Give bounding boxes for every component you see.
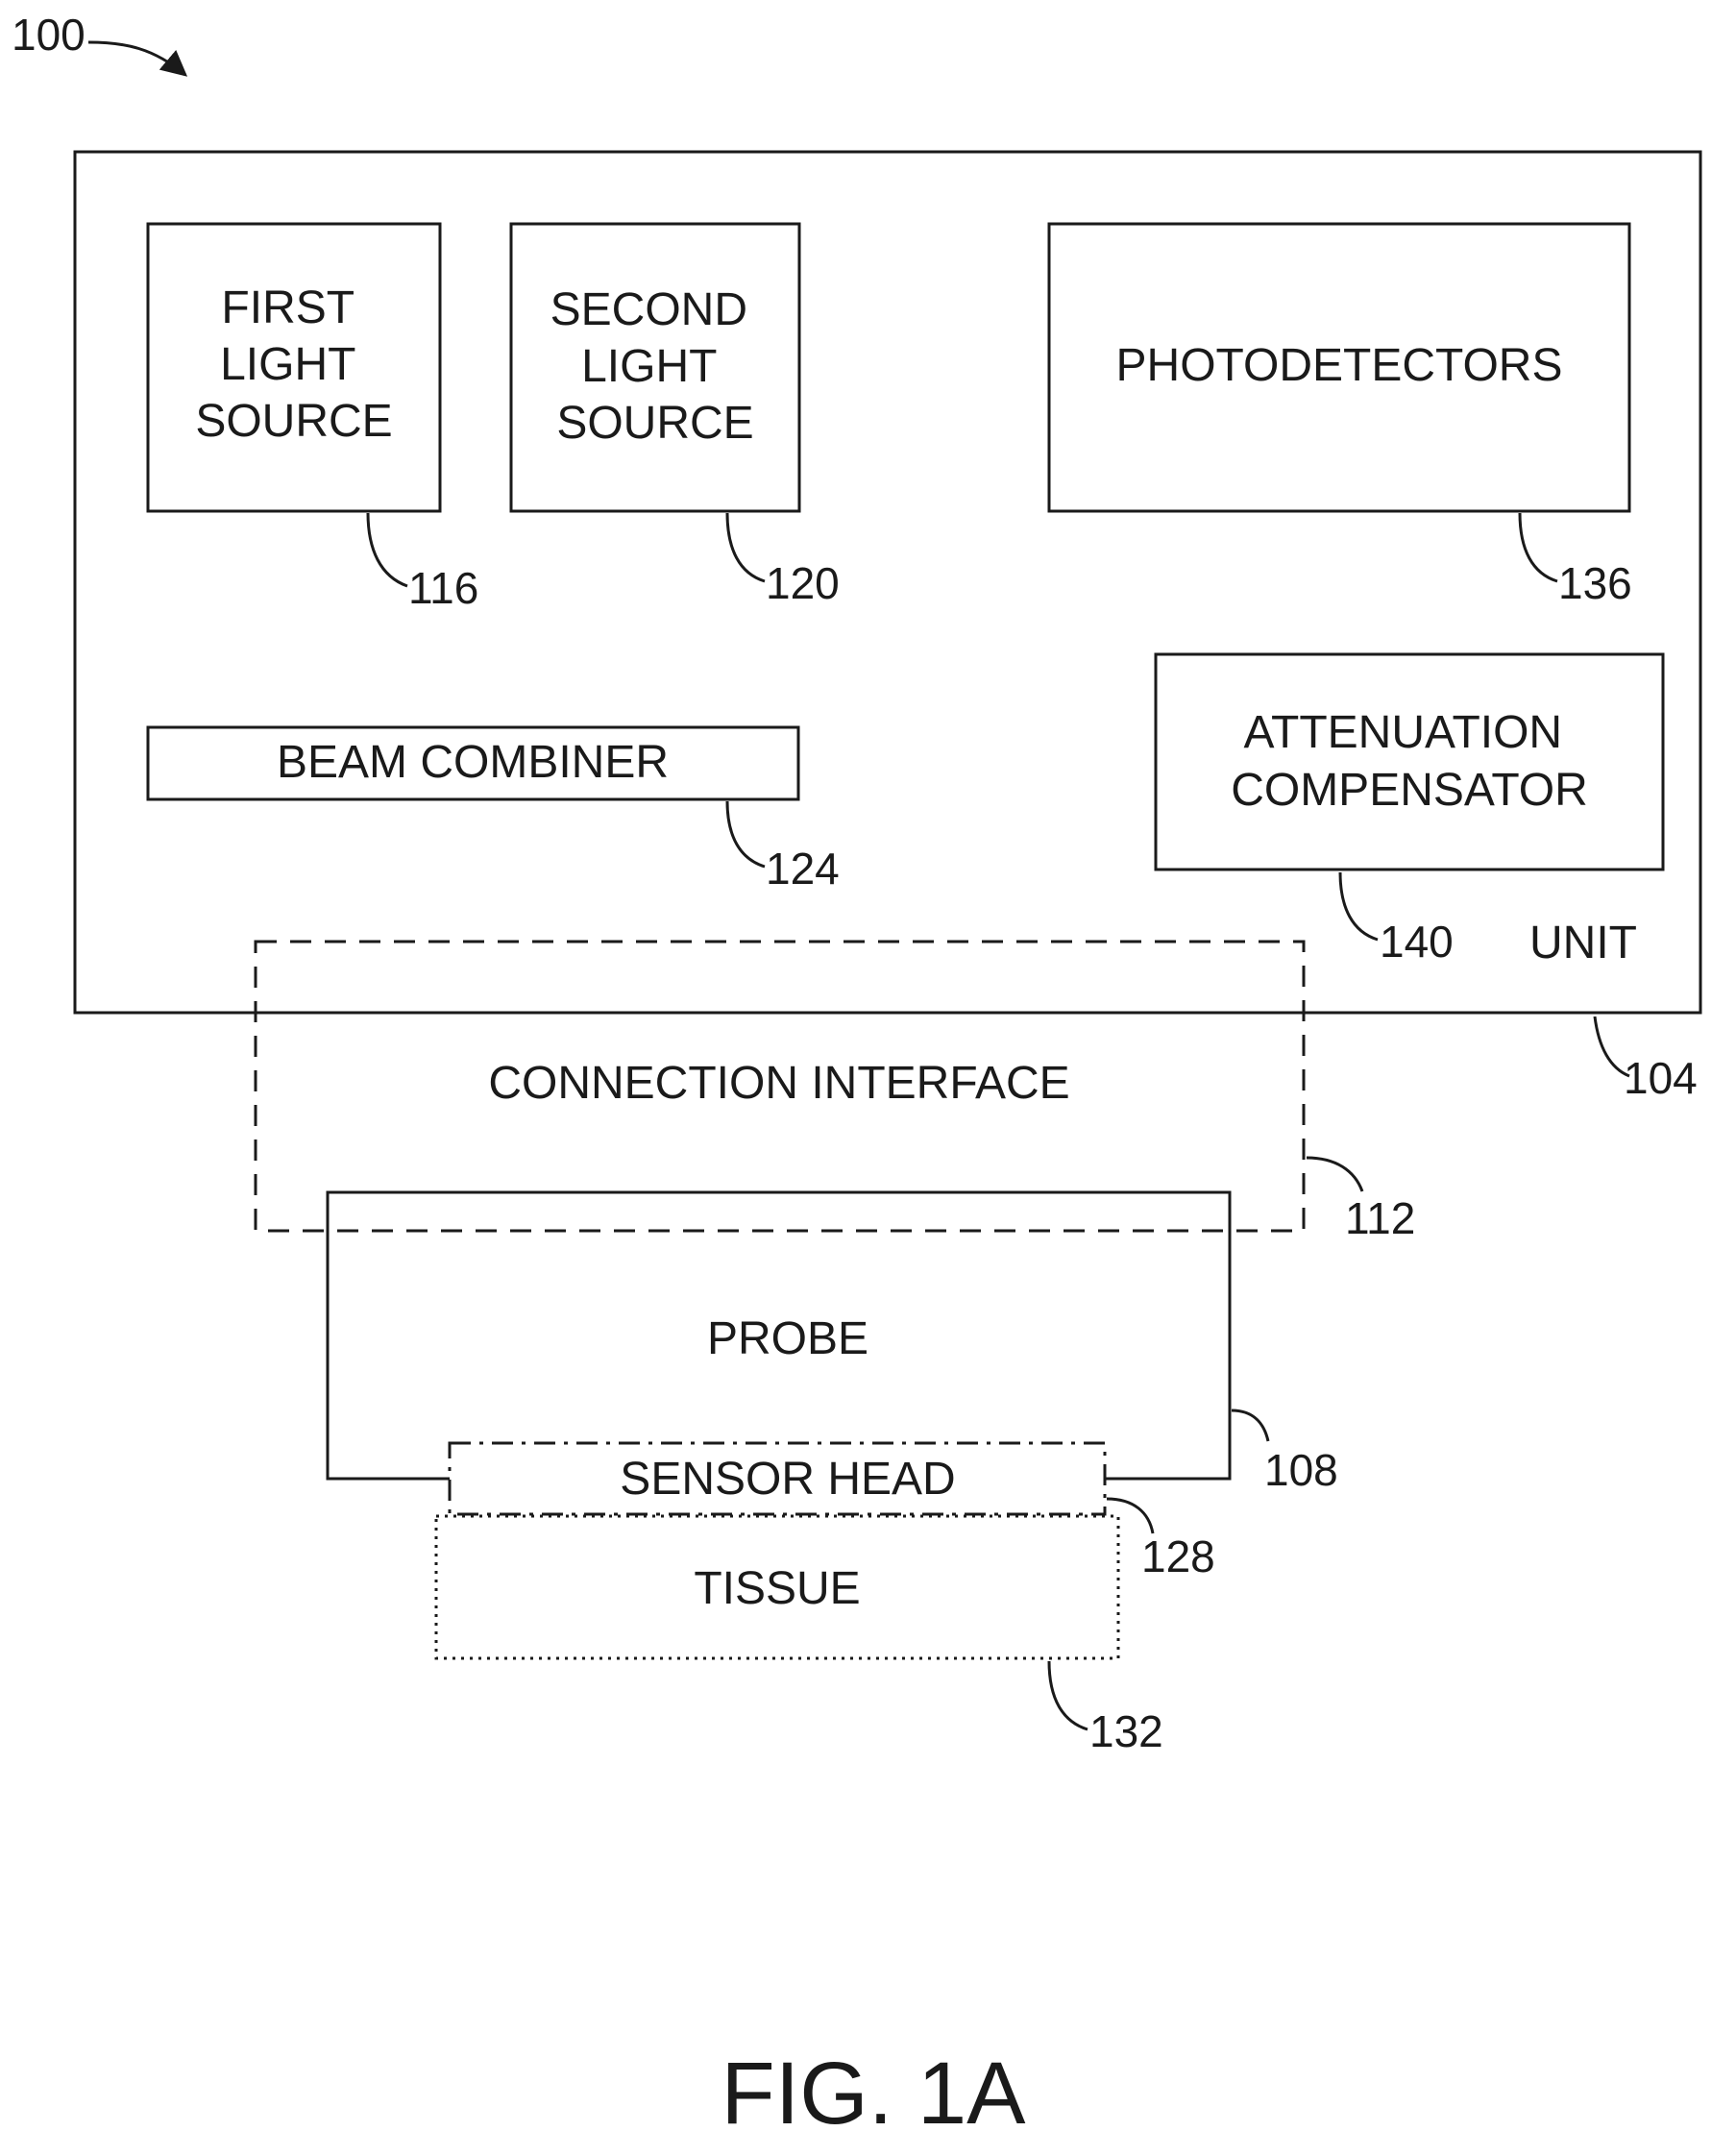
- figure-caption: FIG. 1A: [721, 2045, 1027, 2143]
- first-light-source-ref: 116: [408, 563, 478, 613]
- attenuation-compensator-box: [1156, 654, 1663, 870]
- first-light-source-line-1: FIRST: [221, 282, 354, 333]
- beam-combiner-ref: 124: [766, 844, 840, 894]
- connection-interface-leader-line: [1307, 1158, 1362, 1191]
- tissue-label: TISSUE: [694, 1563, 860, 1614]
- unit-ref-label: 104: [1624, 1053, 1698, 1103]
- second-light-source-line-1: SECOND: [550, 284, 747, 335]
- attenuation-compensator-ref: 140: [1380, 917, 1454, 967]
- second-light-source-label: SECOND LIGHT SOURCE: [550, 284, 761, 449]
- second-light-source-ref: 120: [766, 558, 840, 608]
- figure-ref-arrow: [88, 42, 185, 75]
- attenuation-compensator-line-2: COMPENSATOR: [1231, 765, 1588, 816]
- photodetectors-leader-line: [1520, 513, 1557, 581]
- connection-interface-ref: 112: [1345, 1193, 1415, 1243]
- second-light-source-line-3: SOURCE: [556, 398, 753, 449]
- unit-box: [75, 152, 1700, 1013]
- tissue-leader-line: [1049, 1661, 1088, 1729]
- beam-combiner-leader-line: [727, 801, 765, 867]
- probe-leader-line: [1232, 1410, 1268, 1441]
- probe-ref: 108: [1264, 1445, 1338, 1495]
- first-light-source-label: FIRST LIGHT SOURCE: [195, 282, 392, 447]
- second-light-source-line-2: LIGHT: [581, 341, 717, 392]
- attenuation-compensator-label: ATTENUATION COMPENSATOR: [1231, 707, 1588, 816]
- connection-interface-label: CONNECTION INTERFACE: [488, 1058, 1069, 1109]
- photodetectors-ref: 136: [1558, 558, 1632, 608]
- first-light-source-line-3: SOURCE: [195, 396, 392, 447]
- photodetectors-label: PHOTODETECTORS: [1116, 340, 1563, 391]
- attenuation-compensator-leader-line: [1340, 872, 1378, 940]
- tissue-ref: 132: [1089, 1706, 1163, 1756]
- figure-ref-label: 100: [12, 10, 86, 60]
- probe-label: PROBE: [707, 1313, 868, 1364]
- attenuation-compensator-line-1: ATTENUATION: [1244, 707, 1563, 758]
- beam-combiner-label: BEAM COMBINER: [277, 737, 669, 788]
- sensor-head-ref: 128: [1141, 1531, 1215, 1581]
- unit-label: UNIT: [1529, 918, 1637, 968]
- first-light-source-line-2: LIGHT: [220, 339, 355, 390]
- second-light-source-leader-line: [727, 513, 765, 581]
- sensor-head-label: SENSOR HEAD: [620, 1454, 955, 1505]
- first-light-source-leader-line: [368, 513, 407, 586]
- sensor-head-leader-line: [1107, 1499, 1153, 1533]
